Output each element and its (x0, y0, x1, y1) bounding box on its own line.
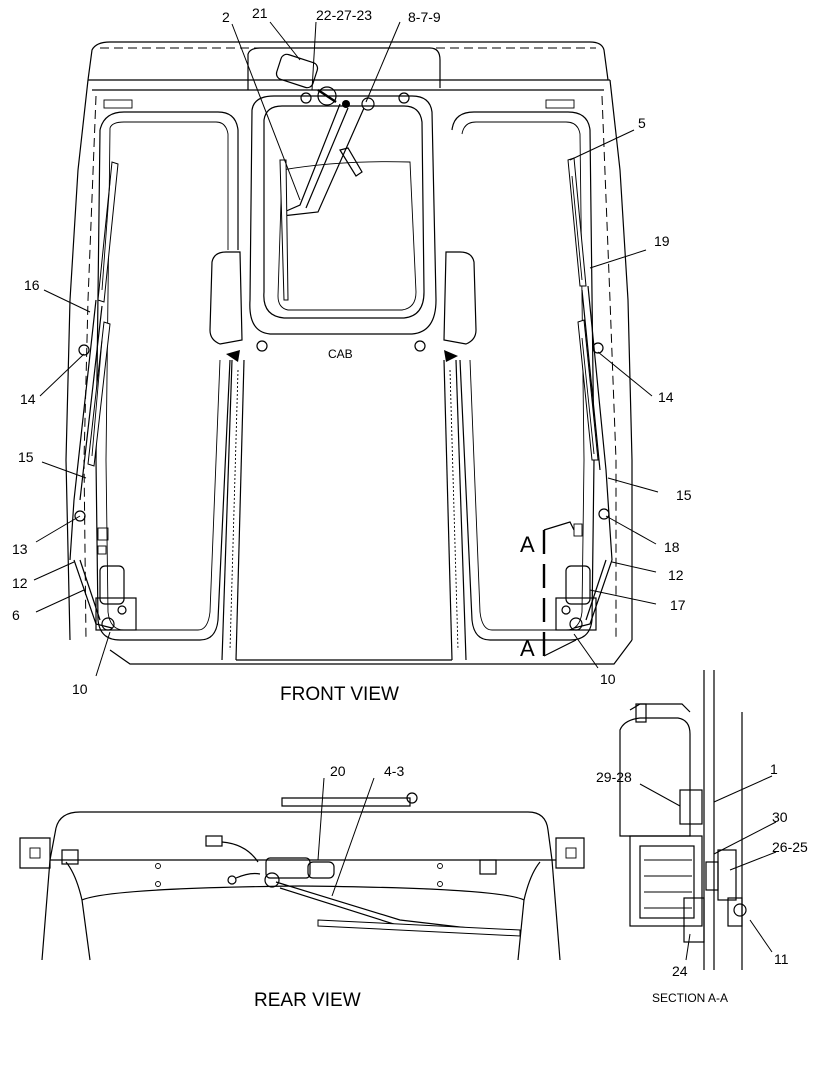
callout-2: 2 (222, 9, 230, 25)
section-cut-marker (542, 521, 577, 657)
section-letter-bottom: A (520, 636, 535, 661)
rear-view-title: REAR VIEW (254, 990, 361, 1011)
callout-11: 11 (774, 951, 789, 967)
section-title: SECTION A-A (652, 991, 728, 1005)
callout-14-right: 14 (658, 389, 674, 405)
callout-10-left: 10 (72, 681, 88, 697)
callout-5: 5 (638, 115, 646, 131)
rear-view: 20 4-3 REAR VIEW (19, 763, 585, 1011)
front-wiper-motor-icon (275, 53, 375, 111)
callout-16: 16 (24, 277, 40, 293)
callout-6: 6 (12, 607, 20, 623)
callout-22-27-23: 22-27-23 (316, 7, 372, 23)
callout-12-right: 12 (668, 567, 684, 583)
callout-13: 13 (12, 541, 28, 557)
rear-wiper-motor-icon (205, 835, 335, 888)
callout-14-left: 14 (20, 391, 36, 407)
section-motor-icon (619, 703, 747, 943)
callout-15-left: 15 (18, 449, 34, 465)
callout-12-left: 12 (12, 575, 28, 591)
front-wiper-arm-icon (279, 103, 365, 301)
callout-18: 18 (664, 539, 680, 555)
callout-8-7-9: 8-7-9 (408, 9, 441, 25)
callout-21: 21 (252, 5, 268, 21)
front-view-title: FRONT VIEW (280, 684, 399, 705)
front-view: A A 2 21 22-27-23 8-7-9 5 19 16 14 15 13… (12, 5, 692, 705)
rear-wiper-blade-icon (275, 881, 521, 937)
section-letter-top: A (520, 532, 535, 557)
right-wiper-blade-icon (555, 157, 613, 631)
section-a-a: 1 29-28 30 26-25 24 11 SECTION A-A (596, 670, 808, 1005)
callout-20: 20 (330, 763, 346, 779)
callout-24: 24 (672, 963, 688, 979)
cab-label: CAB (328, 347, 353, 361)
callout-29-28: 29-28 (596, 769, 632, 785)
callout-26-25: 26-25 (772, 839, 808, 855)
callout-30: 30 (772, 809, 788, 825)
callout-15-right: 15 (676, 487, 692, 503)
callout-4-3: 4-3 (384, 763, 404, 779)
callout-17: 17 (670, 597, 686, 613)
callout-19: 19 (654, 233, 670, 249)
left-wiper-blade-icon (69, 161, 137, 631)
callout-1: 1 (770, 761, 778, 777)
callout-10-right: 10 (600, 671, 616, 687)
